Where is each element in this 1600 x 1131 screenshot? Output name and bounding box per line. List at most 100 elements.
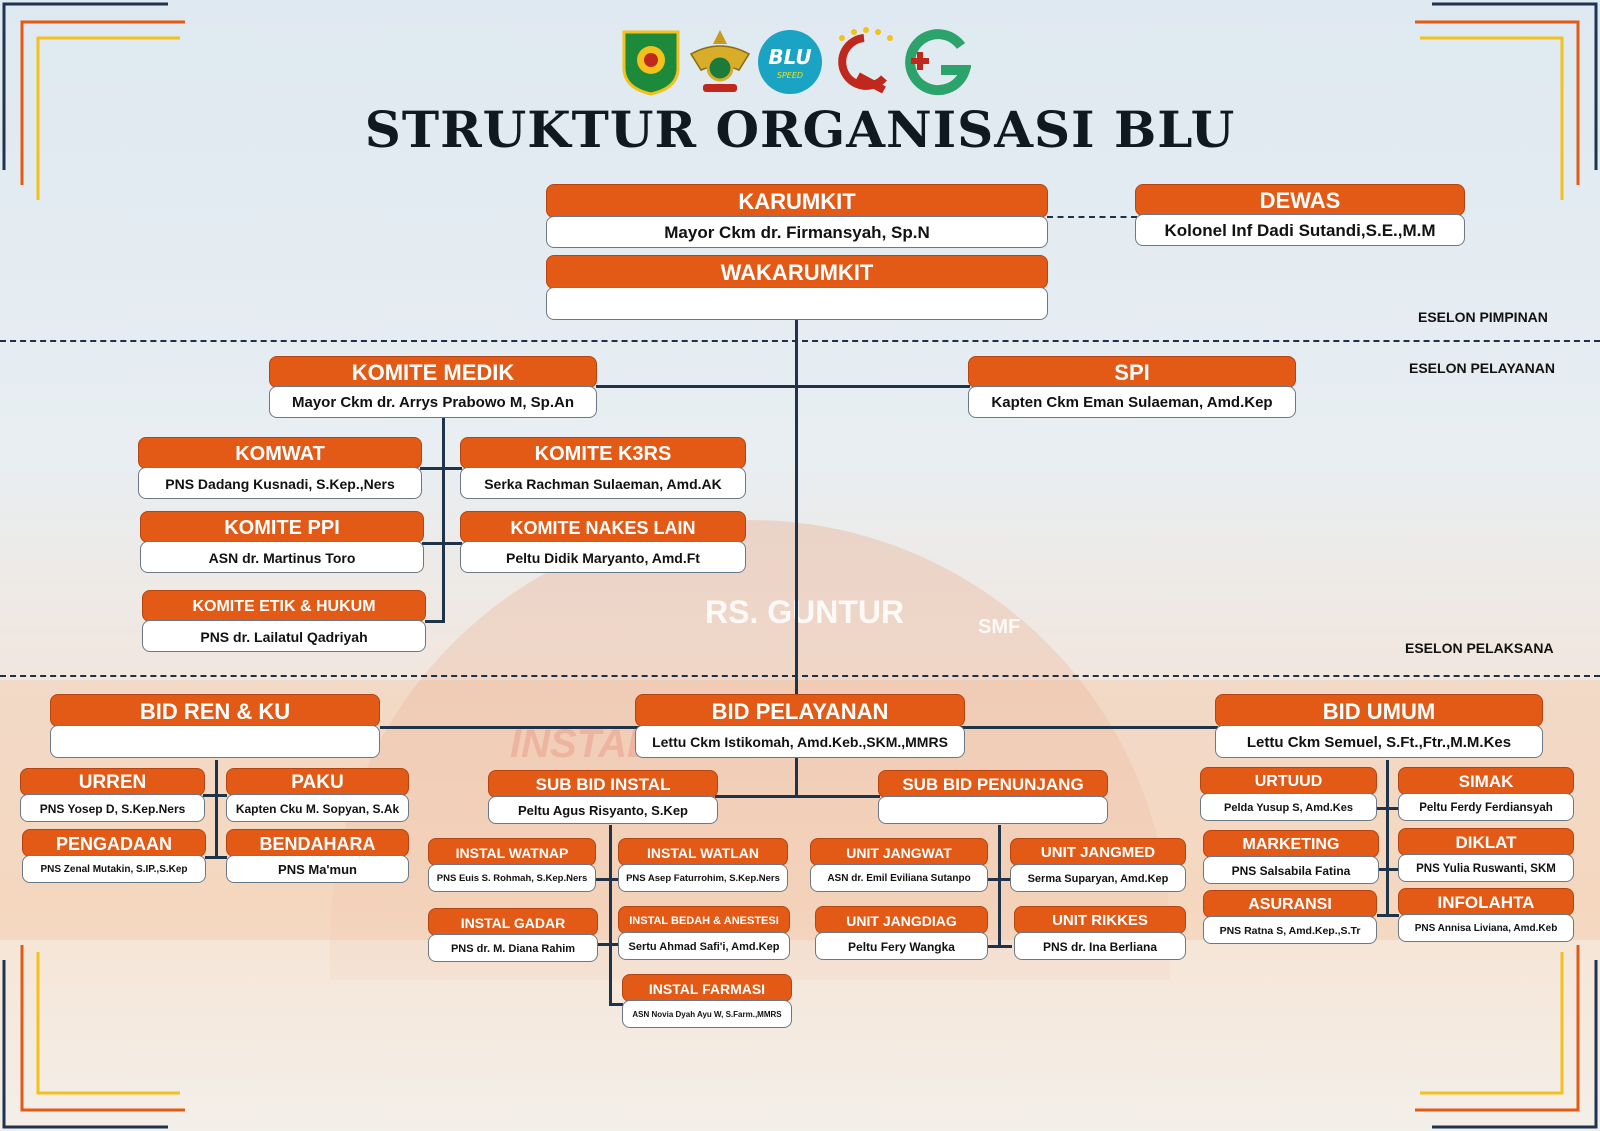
unit-spi: SPI Kapten Ckm Eman Sulaeman, Amd.Kep xyxy=(968,356,1296,420)
unit-title: WAKARUMKIT xyxy=(546,255,1048,289)
unit-instal-watlan: INSTAL WATLAN PNS Asep Faturrohim, S.Kep… xyxy=(618,838,788,894)
unit-jangdiag: UNIT JANGDIAG Peltu Fery Wangka xyxy=(815,906,988,962)
unit-urren: URREN PNS Yosep D, S.Kep.Ners xyxy=(20,768,205,824)
unit-title: KOMITE PPI xyxy=(140,511,424,543)
farmasi-line xyxy=(609,1003,623,1006)
unit-title: BENDAHARA xyxy=(226,829,409,857)
unit-title: INSTAL GADAR xyxy=(428,908,598,936)
quality-star-logo-icon xyxy=(838,27,893,94)
level-label-pelayanan: ESELON PELAYANAN xyxy=(1409,360,1556,376)
unit-person: PNS Dadang Kusnadi, S.Kep.,Ners xyxy=(138,467,422,499)
unit-title: DIKLAT xyxy=(1398,828,1574,856)
unit-person: PNS Euis S. Rohmah, S.Kep.Ners xyxy=(428,864,596,892)
unit-person: PNS Annisa Liviana, Amd.Keb xyxy=(1398,914,1574,942)
marketing-diklat-line xyxy=(1377,868,1399,871)
unit-marketing: MARKETING PNS Salsabila Fatina xyxy=(1203,830,1379,886)
watnap-watlan-line xyxy=(573,878,619,881)
unit-person: Serka Rachman Sulaeman, Amd.AK xyxy=(460,467,746,499)
corner-decoration-bottom-left xyxy=(2,945,185,1129)
siliwangi-emblem-icon xyxy=(622,30,680,96)
unit-person: PNS Yosep D, S.Kep.Ners xyxy=(20,794,205,822)
unit-sub-bid-penunjang: SUB BID PENUNJANG xyxy=(878,770,1108,826)
unit-person: Sertu Ahmad Safi'i, Amd.Kep xyxy=(618,932,790,960)
renku-branch-line xyxy=(215,760,218,858)
unit-person: Lettu Ckm Semuel, S.Ft.,Ftr.,M.M.Kes xyxy=(1215,725,1543,758)
blu-speed-logo-icon: BLU SPEED xyxy=(758,30,822,94)
ppi-nakes-line xyxy=(422,542,462,545)
unit-person: Kolonel Inf Dadi Sutandi,S.E.,M.M xyxy=(1135,214,1465,246)
unit-person: Mayor Ckm dr. Arrys Prabowo M, Sp.An xyxy=(269,386,597,418)
unit-karumkit: KARUMKIT Mayor Ckm dr. Firmansyah, Sp.N xyxy=(546,184,1048,249)
unit-person: Peltu Ferdy Ferdiansyah xyxy=(1398,793,1574,821)
unit-title: KOMITE NAKES LAIN xyxy=(460,511,746,543)
unit-komite-medik: KOMITE MEDIK Mayor Ckm dr. Arrys Prabowo… xyxy=(269,356,597,420)
blu-logo-text: BLU xyxy=(768,45,811,69)
unit-title: URTUUD xyxy=(1200,767,1377,795)
unit-instal-farmasi: INSTAL FARMASI ASN Novia Dyah Ayu W, S.F… xyxy=(622,974,792,1030)
unit-komite-k3rs: KOMITE K3RS Serka Rachman Sulaeman, Amd.… xyxy=(460,437,746,501)
etik-line xyxy=(425,620,445,623)
unit-title: BID UMUM xyxy=(1215,694,1543,727)
corner-decoration-top-right xyxy=(1415,2,1598,200)
unit-person: Serma Suparyan, Amd.Kep xyxy=(1010,864,1186,892)
unit-infolahta: INFOLAHTA PNS Annisa Liviana, Amd.Keb xyxy=(1398,888,1574,944)
level-label-pelaksana: ESELON PELAKSANA xyxy=(1405,640,1554,656)
unit-bendahara: BENDAHARA PNS Ma'mun xyxy=(226,829,409,885)
unit-person: ASN dr. Martinus Toro xyxy=(140,541,424,573)
unit-bid-ren-ku: BID REN & KU xyxy=(50,694,380,760)
unit-title: ASURANSI xyxy=(1203,890,1377,918)
unit-title: UNIT JANGWAT xyxy=(810,838,988,866)
unit-instal-gadar: INSTAL GADAR PNS dr. M. Diana Rahim xyxy=(428,908,598,964)
unit-person xyxy=(50,725,380,758)
unit-person: PNS Zenal Mutakin, S.IP.,S.Kep xyxy=(22,855,206,883)
unit-title: KOMITE K3RS xyxy=(460,437,746,469)
unit-jangwat: UNIT JANGWAT ASN dr. Emil Eviliana Sutan… xyxy=(810,838,988,894)
unit-person: PNS Asep Faturrohim, S.Kep.Ners xyxy=(618,864,788,892)
unit-title: UNIT JANGDIAG xyxy=(815,906,988,934)
unit-instal-bedah-anestesi: INSTAL BEDAH & ANESTESI Sertu Ahmad Safi… xyxy=(618,906,790,962)
unit-urtuud: URTUUD Pelda Yusup S, Amd.Kes xyxy=(1200,767,1377,823)
unit-rikkes: UNIT RIKKES PNS dr. Ina Berliana xyxy=(1014,906,1186,962)
urren-paku-line xyxy=(203,794,227,797)
unit-title: DEWAS xyxy=(1135,184,1465,216)
jangdiag-rikkes-line xyxy=(988,945,1012,948)
unit-person xyxy=(546,287,1048,320)
pengadaan-bendahara-line xyxy=(205,856,227,859)
unit-jangmed: UNIT JANGMED Serma Suparyan, Amd.Kep xyxy=(1010,838,1186,894)
komite-branch-line xyxy=(442,418,445,622)
unit-title: BID REN & KU xyxy=(50,694,380,727)
unit-title: INSTAL FARMASI xyxy=(622,974,792,1002)
unit-person: ASN Novia Dyah Ayu W, S.Farm.,MMRS xyxy=(622,1000,792,1028)
corner-decoration-top-left xyxy=(2,2,185,200)
background-sign-side: SMF xyxy=(978,616,1021,638)
komwat-k3rs-line xyxy=(420,467,462,470)
unit-person: Peltu Agus Risyanto, S.Kep xyxy=(488,796,718,824)
background-sign: RS. GUNTUR xyxy=(705,594,905,630)
unit-title: UNIT JANGMED xyxy=(1010,838,1186,866)
unit-instal-watnap: INSTAL WATNAP PNS Euis S. Rohmah, S.Kep.… xyxy=(428,838,596,894)
subbid-line xyxy=(715,795,880,798)
unit-diklat: DIKLAT PNS Yulia Ruswanti, SKM xyxy=(1398,828,1574,884)
unit-person: PNS dr. Lailatul Qadriyah xyxy=(142,620,426,652)
unit-title: UNIT RIKKES xyxy=(1014,906,1186,934)
unit-asuransi: ASURANSI PNS Ratna S, Amd.Kep.,S.Tr xyxy=(1203,890,1377,946)
instal-branch-line xyxy=(609,825,612,1005)
unit-komite-nakes-lain: KOMITE NAKES LAIN Peltu Didik Maryanto, … xyxy=(460,511,746,575)
unit-person: PNS Yulia Ruswanti, SKM xyxy=(1398,854,1574,882)
unit-title: INFOLAHTA xyxy=(1398,888,1574,916)
unit-title: KOMWAT xyxy=(138,437,422,469)
unit-sub-bid-instal: SUB BID INSTAL Peltu Agus Risyanto, S.Ke… xyxy=(488,770,718,826)
unit-person: PNS Ratna S, Amd.Kep.,S.Tr xyxy=(1203,916,1377,944)
unit-title: KARUMKIT xyxy=(546,184,1048,218)
komite-spi-line xyxy=(596,385,970,388)
unit-person: PNS dr. Ina Berliana xyxy=(1014,932,1186,960)
unit-pengadaan: PENGADAAN PNS Zenal Mutakin, S.IP.,S.Kep xyxy=(22,829,206,885)
unit-person: PNS Ma'mun xyxy=(226,855,409,883)
unit-title: BID PELAYANAN xyxy=(635,694,965,727)
unit-title: PENGADAAN xyxy=(22,829,206,857)
unit-person: PNS dr. M. Diana Rahim xyxy=(428,934,598,962)
unit-person xyxy=(878,796,1108,824)
unit-title: KOMITE ETIK & HUKUM xyxy=(142,590,426,622)
rs-guntur-logo-icon xyxy=(905,29,971,96)
unit-title: SPI xyxy=(968,356,1296,388)
